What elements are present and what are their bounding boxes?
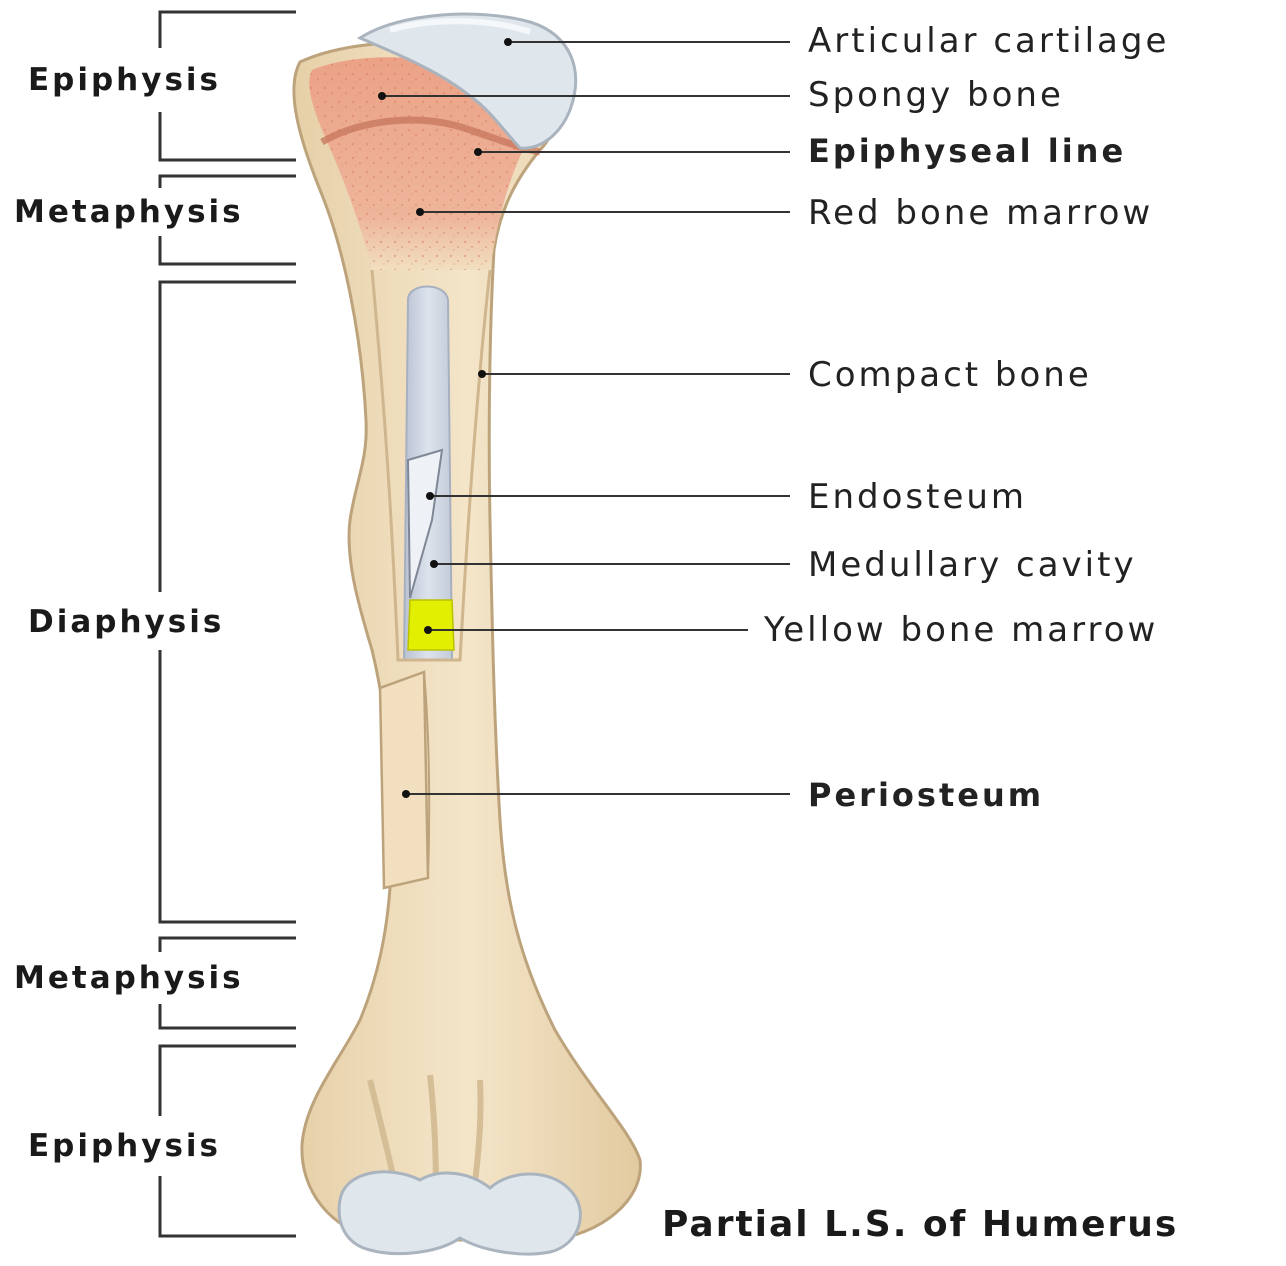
region-metaphysis-bottom: Metaphysis (14, 960, 244, 996)
label-periosteum: Periosteum (808, 776, 1044, 814)
region-epiphysis-top: Epiphysis (28, 62, 221, 98)
region-labels: Epiphysis Metaphysis Diaphysis Metaphysi… (14, 62, 244, 1164)
dot-yellow-bone-marrow (424, 626, 432, 634)
distal-articular-cartilage (339, 1172, 580, 1254)
label-endosteum: Endosteum (808, 477, 1027, 517)
label-yellow-bone-marrow: Yellow bone marrow (763, 610, 1158, 650)
periosteum-strip (380, 672, 428, 888)
humerus-bone (294, 14, 640, 1254)
region-epiphysis-bottom: Epiphysis (28, 1128, 221, 1164)
dot-periosteum (402, 790, 410, 798)
bracket-diaphysis (160, 282, 296, 922)
label-red-bone-marrow: Red bone marrow (808, 193, 1153, 233)
diagram-caption: Partial L.S. of Humerus (662, 1204, 1178, 1245)
dot-red-bone-marrow (416, 208, 424, 216)
dot-spongy-bone (378, 92, 386, 100)
structure-labels: Articular cartilage Spongy bone Epiphyse… (763, 21, 1169, 814)
dot-compact-bone (478, 370, 486, 378)
yellow-marrow-region (408, 600, 454, 650)
label-articular-cartilage: Articular cartilage (808, 21, 1169, 61)
label-compact-bone: Compact bone (808, 355, 1092, 395)
region-metaphysis-top: Metaphysis (14, 194, 244, 230)
dot-endosteum (426, 492, 434, 500)
dot-medullary-cavity (430, 560, 438, 568)
label-epiphyseal-line: Epiphyseal line (808, 132, 1126, 170)
label-medullary-cavity: Medullary cavity (808, 545, 1137, 585)
region-diaphysis: Diaphysis (28, 604, 224, 640)
label-spongy-bone: Spongy bone (808, 75, 1064, 115)
dot-epiphyseal-line (474, 148, 482, 156)
dot-articular-cartilage (504, 38, 512, 46)
